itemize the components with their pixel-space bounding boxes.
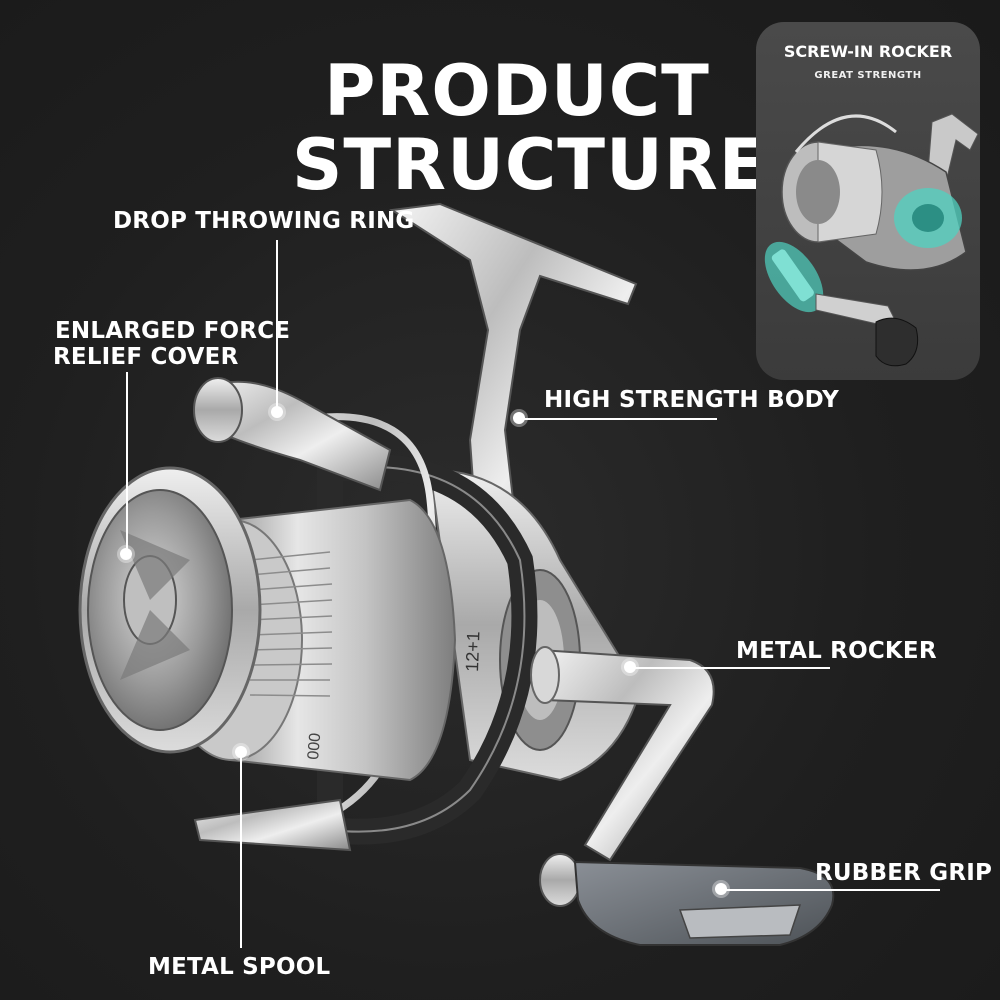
callout-dot-drop-ring xyxy=(271,406,283,418)
label-force-cover-line1: ENLARGED FORCE xyxy=(55,318,291,344)
callout-line-drop-ring xyxy=(276,240,278,412)
callout-dot-spool xyxy=(235,746,247,758)
callout-dot-body xyxy=(513,412,525,424)
callout-line-force-cover xyxy=(126,372,128,550)
label-rubber-grip: RUBBER GRIP xyxy=(815,860,993,886)
screw-in-rocker-inset: SCREW-IN ROCKER GREAT STRENGTH xyxy=(756,22,980,380)
inset-reel-illustration xyxy=(764,113,979,367)
label-metal-rocker: METAL ROCKER xyxy=(736,638,937,664)
callout-line-rocker xyxy=(632,667,830,669)
callout-line-body xyxy=(520,418,717,420)
callout-dot-grip xyxy=(715,883,727,895)
label-high-strength-body: HIGH STRENGTH BODY xyxy=(544,387,840,413)
label-force-cover-line2: RELIEF COVER xyxy=(53,344,239,370)
spool-size-text: 000 xyxy=(305,732,324,760)
label-drop-throwing-ring: DROP THROWING RING xyxy=(113,208,415,234)
spool-gear-text: 12+1 xyxy=(462,631,483,672)
inset-title: SCREW-IN ROCKER xyxy=(783,42,953,61)
title-line-1: PRODUCT xyxy=(324,50,710,132)
callout-dot-rocker xyxy=(624,661,636,673)
callout-line-grip xyxy=(722,889,940,891)
callout-dot-force-cover xyxy=(120,548,132,560)
callout-line-spool xyxy=(240,752,242,948)
inset-subtitle: GREAT STRENGTH xyxy=(814,70,922,81)
label-metal-spool: METAL SPOOL xyxy=(148,954,331,980)
title-line-2: STRUCTURE xyxy=(292,124,768,206)
